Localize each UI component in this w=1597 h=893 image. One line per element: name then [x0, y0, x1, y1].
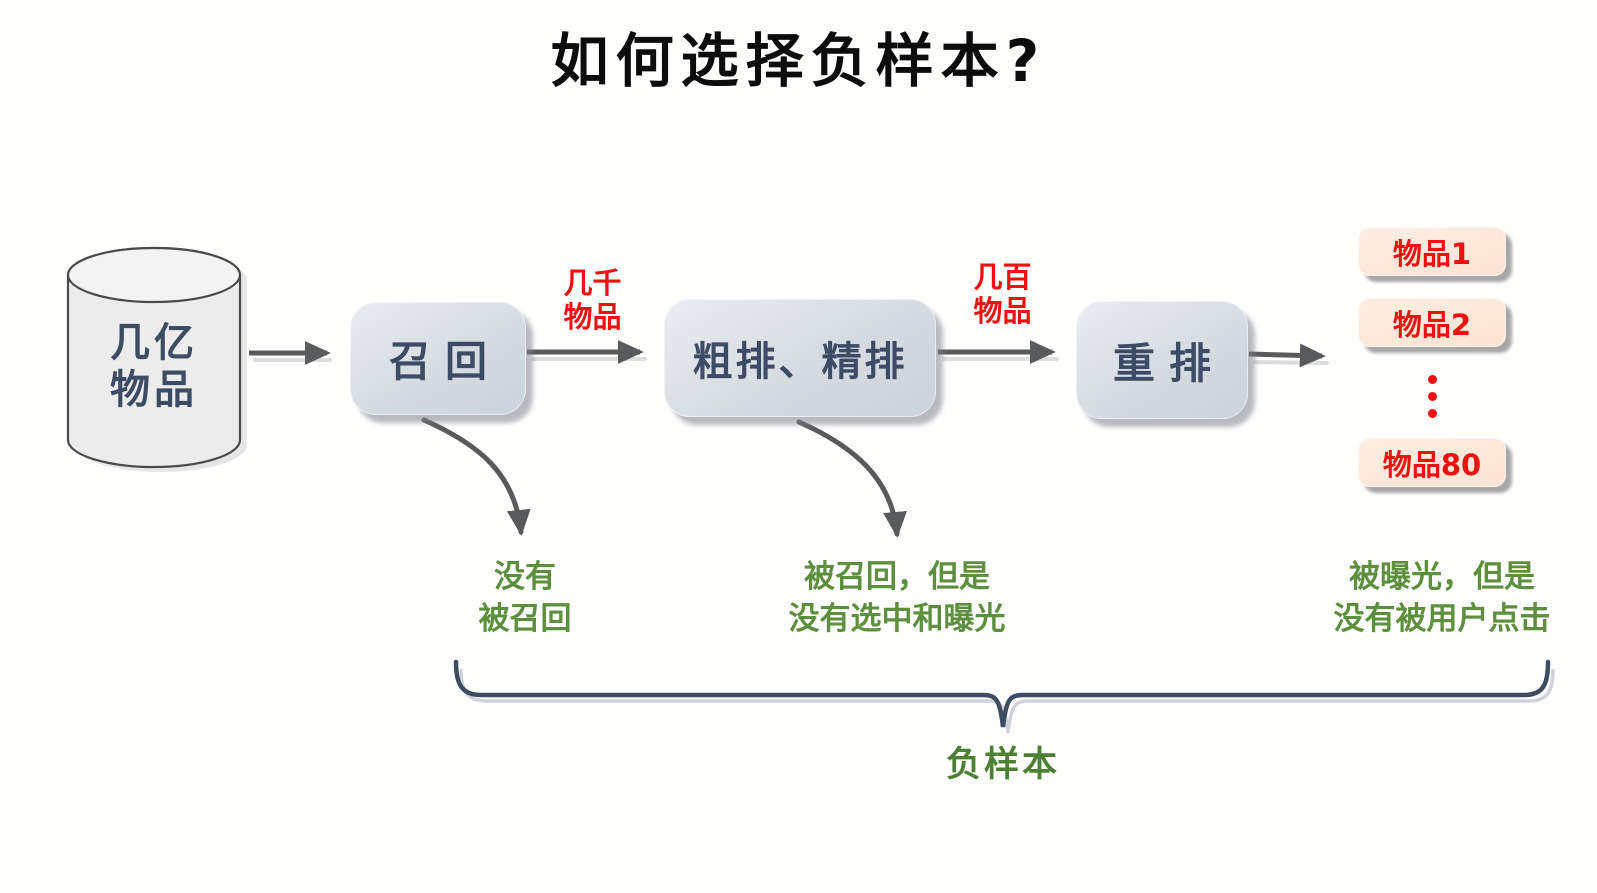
stage-box-recall: 召回 [350, 302, 526, 415]
annotation-recalled-not-exposed-line1: 被召回，但是 [804, 559, 990, 595]
source-label-line2: 物品 [110, 367, 198, 413]
edge-hundreds-line1: 几百 [973, 260, 1032, 294]
annotation-not-recalled-line2: 被召回 [478, 601, 572, 637]
stage-rerank-label: 重排 [1112, 338, 1225, 388]
edge-thousands-line2: 物品 [563, 300, 622, 334]
edge-label-thousands-items: 几千 物品 [530, 266, 655, 334]
annotation-not-recalled: 没有 被召回 [425, 556, 625, 640]
items-ellipsis-icon [1428, 375, 1437, 418]
edge-label-hundreds-items: 几百 物品 [940, 260, 1065, 328]
item-card-2: 物品2 [1358, 298, 1506, 347]
item-80-label: 物品80 [1382, 447, 1482, 482]
item-card-1: 物品1 [1358, 227, 1506, 276]
negative-samples-label: 负样本 [945, 745, 1060, 785]
item-1-label: 物品1 [1392, 236, 1472, 271]
item-card-80: 物品80 [1358, 438, 1506, 487]
arrow-rerank-to-items [1248, 343, 1326, 368]
ellipsis-dot [1428, 409, 1437, 418]
page-title: 如何选择负样本? [550, 27, 1047, 95]
item-2-label: 物品2 [1392, 307, 1472, 342]
stage-box-rerank: 重排 [1076, 301, 1248, 419]
arrow-recall-dropout [421, 417, 531, 536]
stage-recall-label: 召回 [388, 337, 501, 386]
annotation-exposed-not-clicked-line2: 没有被用户点击 [1333, 601, 1551, 637]
annotation-recalled-not-exposed: 被召回，但是 没有选中和曝光 [747, 556, 1047, 640]
annotation-recalled-not-exposed-line2: 没有选中和曝光 [788, 601, 1006, 637]
source-label-line1: 几亿 [110, 320, 198, 366]
source-database-label: 几亿 物品 [68, 320, 240, 414]
annotation-exposed-not-clicked: 被曝光，但是 没有被用户点击 [1292, 556, 1592, 640]
stage-box-ranking: 粗排、精排 [664, 299, 936, 417]
annotation-not-recalled-line1: 没有 [494, 559, 556, 595]
edge-hundreds-line2: 物品 [973, 294, 1032, 328]
ellipsis-dot [1428, 375, 1437, 384]
stage-ranking-label: 粗排、精排 [692, 339, 908, 385]
annotation-exposed-not-clicked-line1: 被曝光，但是 [1349, 559, 1535, 595]
negative-samples-brace [453, 659, 1555, 734]
edge-thousands-line1: 几千 [563, 266, 622, 300]
arrow-rank-dropout [796, 419, 907, 538]
source-database-cylinder [66, 246, 247, 472]
ellipsis-dot [1428, 392, 1437, 401]
